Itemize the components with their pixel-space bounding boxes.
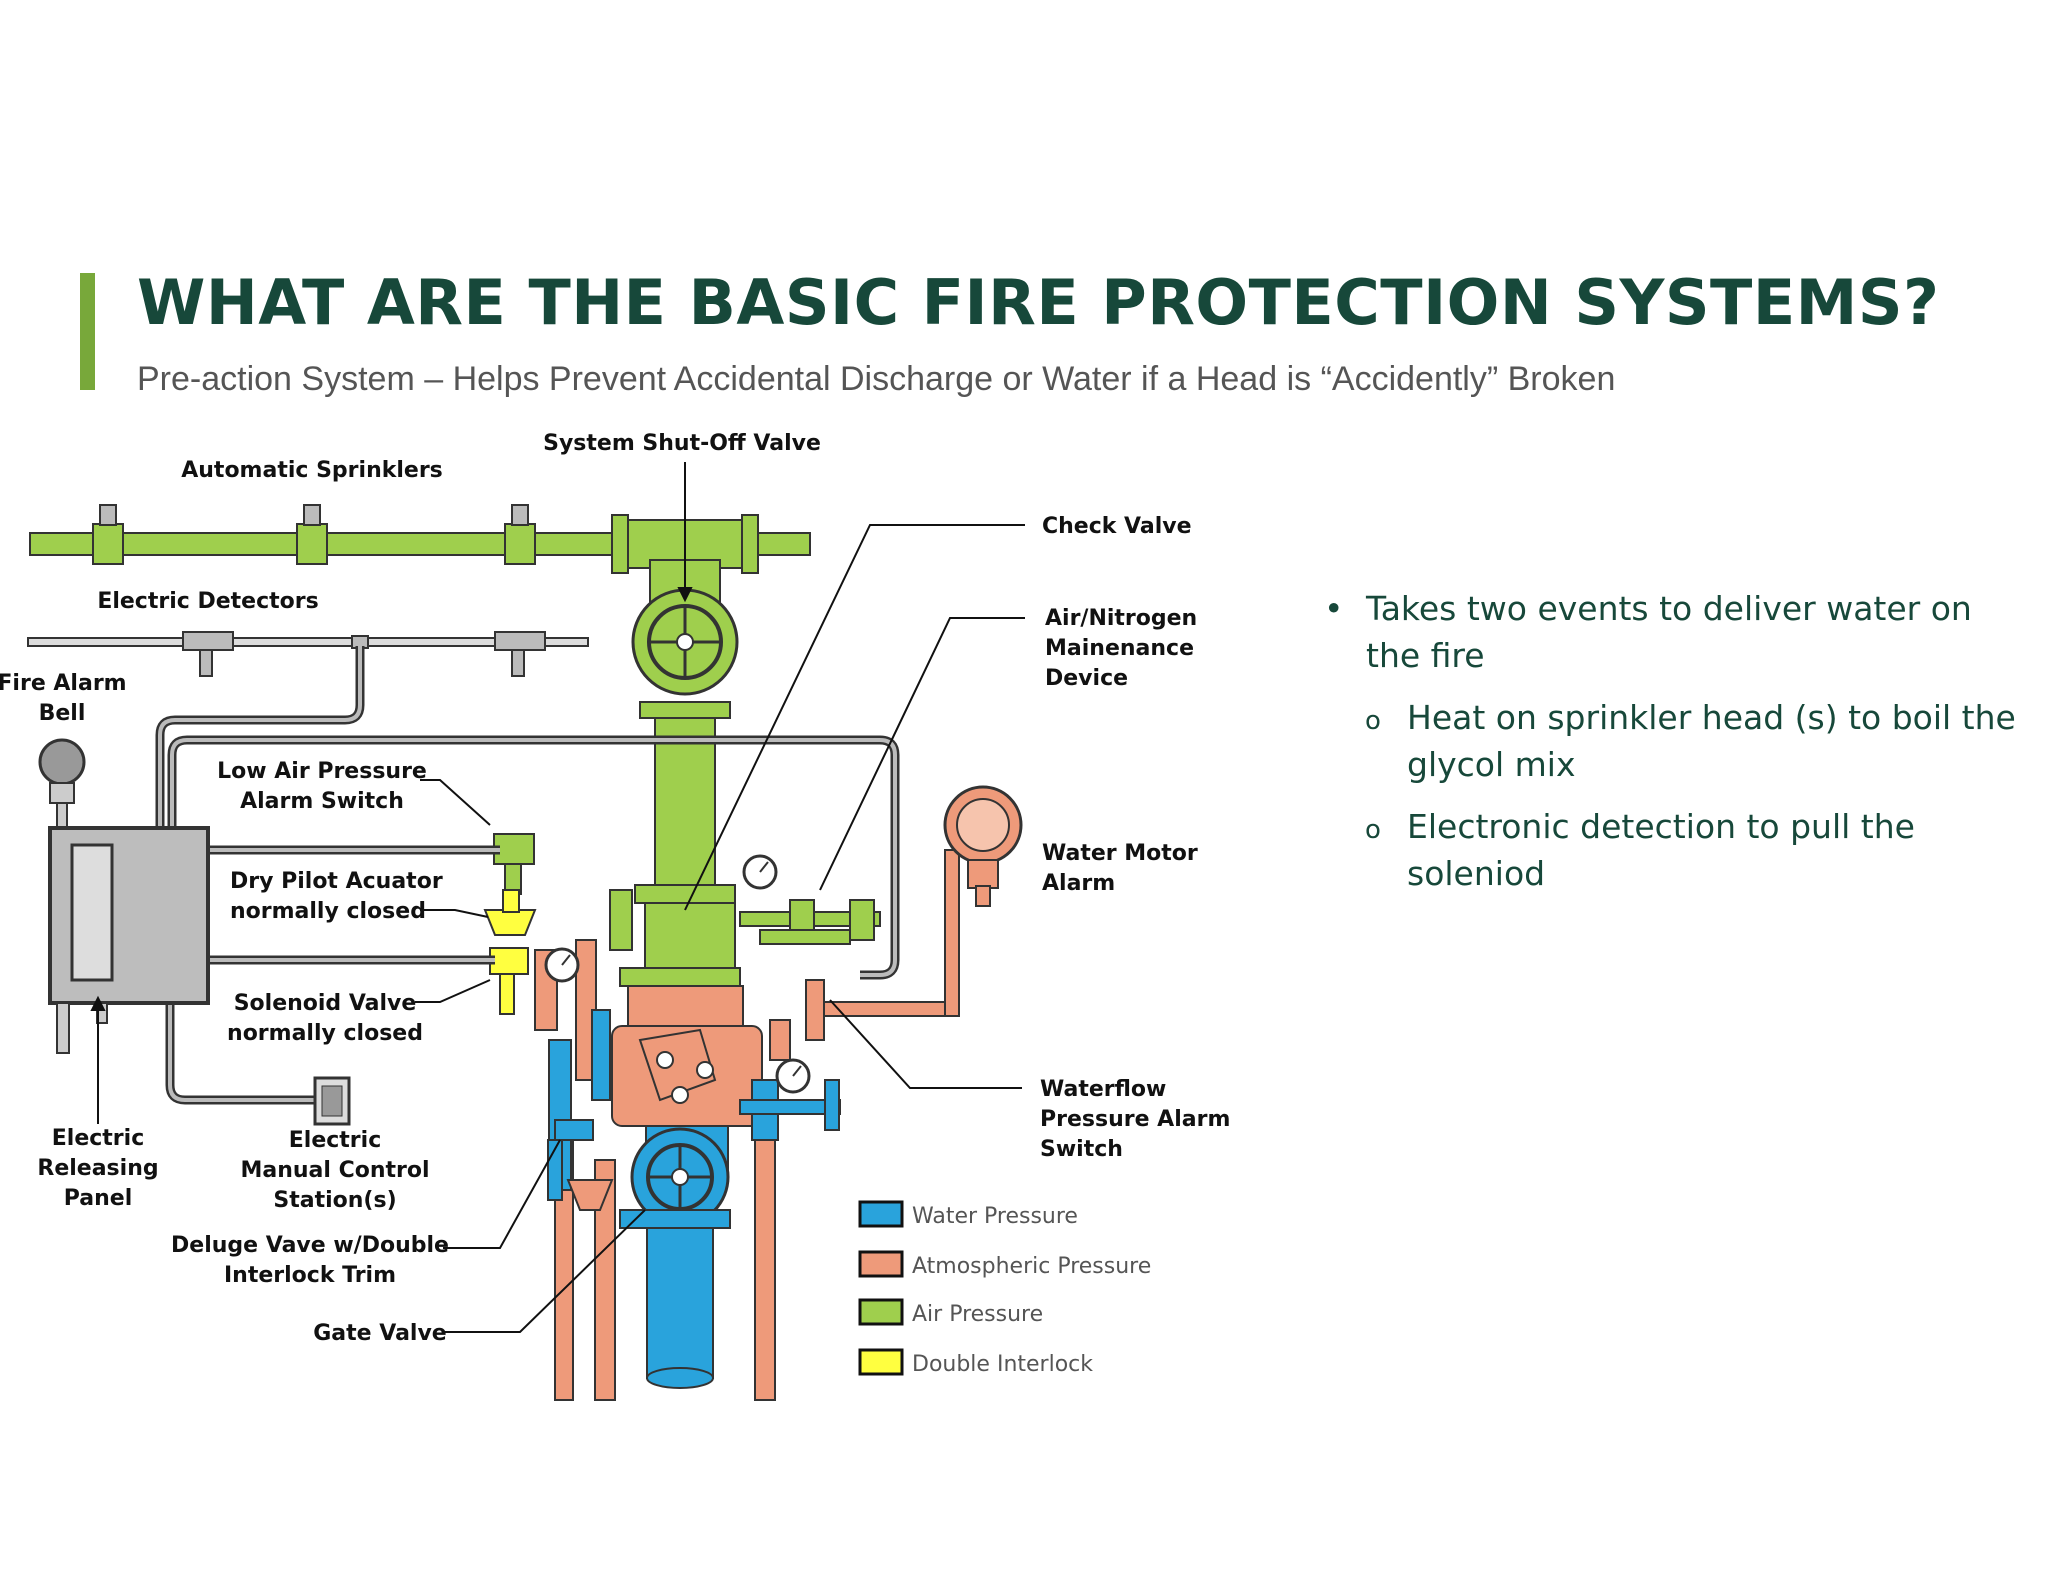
bullet-sub-1: o Heat on sprinkler head (s) to boil the … — [1316, 694, 2016, 788]
bullet-sub-1-text: Heat on sprinkler head (s) to boil the g… — [1407, 698, 2016, 784]
slide-subtitle: Pre-action System – Helps Prevent Accide… — [137, 360, 1616, 398]
interlock-devices — [483, 833, 537, 1015]
label-waterflow-line-2: Pressure Alarm — [1040, 1107, 1230, 1132]
bullet-list: Takes two events to deliver water on the… — [1316, 585, 2016, 897]
green-riser — [619, 559, 741, 987]
label-deluge-valve-line-2: Interlock Trim — [224, 1263, 396, 1288]
legend-swatch-atmospheric-pressure — [858, 1250, 904, 1278]
label-check-valve: Check Valve — [1042, 514, 1192, 539]
label-waterflow-line-1: Waterflow — [1040, 1077, 1166, 1102]
label-fire-alarm-bell-line-2: Bell — [39, 701, 86, 726]
slide-title: WHAT ARE THE BASIC FIRE PROTECTION SYSTE… — [137, 266, 1940, 339]
leader-lines — [90, 462, 1025, 1333]
bullet-main: Takes two events to deliver water on the… — [1316, 585, 2016, 679]
label-solenoid-line-2: normally closed — [227, 1021, 423, 1046]
legend-swatch-water-pressure — [858, 1200, 904, 1228]
legend-label-atmospheric-pressure: Atmospheric Pressure — [912, 1254, 1151, 1279]
label-waterflow-line-3: Switch — [1040, 1137, 1123, 1162]
label-releasing-panel-line-1: Electric — [52, 1126, 144, 1151]
label-releasing-panel-line-3: Panel — [64, 1186, 133, 1211]
legend-label-water-pressure: Water Pressure — [912, 1204, 1078, 1229]
label-deluge-valve-line-1: Deluge Vave w/Double — [171, 1233, 449, 1258]
legend-swatch-double-interlock — [858, 1348, 904, 1376]
label-dry-pilot-line-1: Dry Pilot Acuator — [230, 869, 443, 894]
label-air-nitrogen-line-3: Device — [1045, 666, 1128, 691]
bullet-sub-2: o Electronic detection to pull the soleni… — [1316, 803, 2016, 897]
bullet-sub-2-text: Electronic detection to pull the solenio… — [1407, 807, 1915, 893]
pressure-gauges — [544, 854, 811, 1094]
bullet-main-text: Takes two events to deliver water on the… — [1366, 589, 1972, 675]
label-water-motor-line-1: Water Motor — [1042, 841, 1198, 866]
label-releasing-panel-line-2: Releasing — [37, 1156, 158, 1181]
air-maintenance-trim — [609, 889, 881, 951]
label-manual-control-line-3: Station(s) — [273, 1188, 396, 1213]
label-manual-control-line-1: Electric — [289, 1128, 381, 1153]
label-low-air-pressure-line-1: Low Air Pressure — [217, 759, 427, 784]
label-manual-control-line-2: Manual Control — [240, 1158, 429, 1183]
label-gate-valve: Gate Valve — [313, 1321, 446, 1346]
label-air-nitrogen-line-1: Air/Nitrogen — [1045, 606, 1197, 631]
electric-detector-line — [27, 631, 589, 830]
deluge-valve-body — [534, 849, 960, 1401]
manual-control-station — [313, 1076, 351, 1126]
water-supply — [547, 1009, 841, 1389]
supervisory-wiring — [165, 735, 900, 1105]
label-low-air-pressure-line-2: Alarm Switch — [240, 789, 404, 814]
label-solenoid-line-1: Solenoid Valve — [234, 991, 417, 1016]
water-motor-alarm-gong — [943, 785, 1023, 907]
label-air-nitrogen-line-2: Mainenance — [1045, 636, 1194, 661]
diagram-legend: Water Pressure Atmospheric Pressure Air … — [858, 1200, 1151, 1377]
preaction-system-diagram: System Shut-Off Valve Automatic Sprinkle… — [0, 431, 1230, 1401]
label-automatic-sprinklers: Automatic Sprinklers — [181, 458, 443, 483]
label-dry-pilot-line-2: normally closed — [230, 899, 426, 924]
label-water-motor-line-2: Alarm — [1042, 871, 1115, 896]
sub-bullet-marker-2: o — [1365, 815, 1381, 845]
label-electric-detectors: Electric Detectors — [97, 589, 318, 614]
electric-releasing-panel — [48, 826, 210, 1054]
label-fire-alarm-bell-line-1: Fire Alarm — [0, 671, 127, 696]
title-accent-bar — [80, 273, 95, 390]
sub-bullet-marker-1: o — [1365, 706, 1381, 736]
legend-label-air-pressure: Air Pressure — [912, 1302, 1043, 1327]
fire-alarm-bell — [38, 738, 86, 829]
label-system-shutoff-valve: System Shut-Off Valve — [543, 431, 821, 456]
legend-label-double-interlock: Double Interlock — [912, 1352, 1093, 1377]
legend-swatch-air-pressure — [858, 1298, 904, 1326]
